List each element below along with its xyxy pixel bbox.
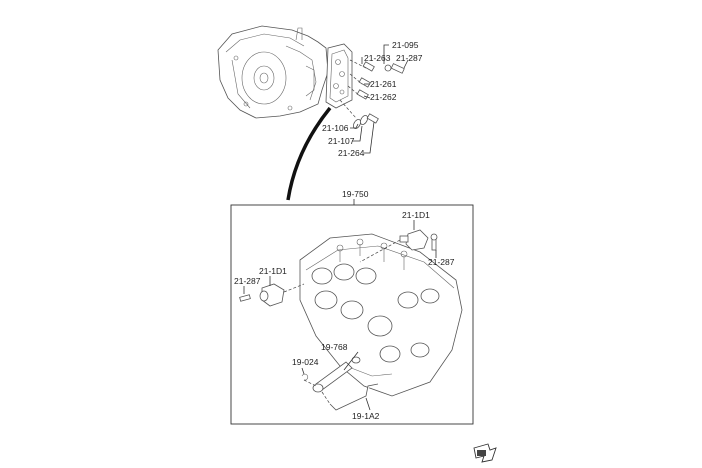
- label-21-261: 21-261: [370, 79, 397, 89]
- label-21-095: 21-095: [392, 40, 419, 50]
- upper-leaders: [350, 44, 409, 154]
- upper-fasteners: [339, 59, 405, 129]
- connector-curve: [286, 106, 332, 201]
- label-21-287-left: 21-287: [234, 276, 261, 286]
- front-direction-arrow-icon: [473, 443, 497, 463]
- transmission-housing: [217, 25, 329, 119]
- label-21-287-right: 21-287: [428, 257, 455, 267]
- label-21-1D1-left: 21-1D1: [259, 266, 287, 276]
- label-19-750: 19-750: [342, 189, 369, 199]
- labels: 21-263 21-095 21-287 21-261 21-262 21-10…: [234, 40, 455, 421]
- assembly-frame: [230, 204, 474, 425]
- label-19-768: 19-768: [321, 342, 348, 352]
- valve-cover-plate: [325, 43, 353, 109]
- label-19-024: 19-024: [292, 357, 319, 367]
- label-21-1D1-right: 21-1D1: [402, 210, 430, 220]
- label-21-262: 21-262: [370, 92, 397, 102]
- label-21-264: 21-264: [338, 148, 365, 158]
- label-21-263: 21-263: [364, 53, 391, 63]
- label-21-106: 21-106: [322, 123, 349, 133]
- label-21-287-top: 21-287: [396, 53, 423, 63]
- solenoid-right: [359, 220, 438, 263]
- valve-body: [299, 233, 463, 397]
- lower-parts: [301, 351, 379, 411]
- label-21-107: 21-107: [328, 136, 355, 146]
- solenoid-left: [239, 276, 305, 307]
- label-19-1A2: 19-1A2: [352, 411, 380, 421]
